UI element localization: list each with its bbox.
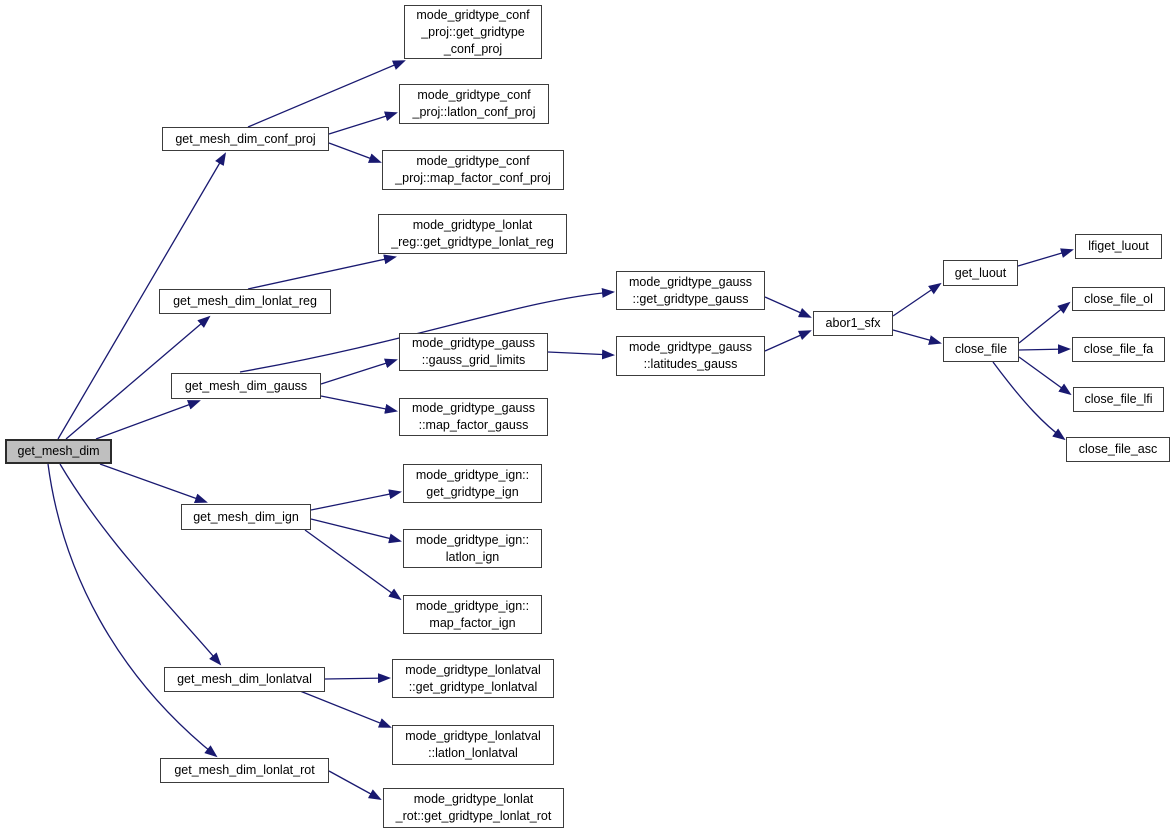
edge-get_mesh_dim--get_mesh_dim_lonlat_rot — [47, 463, 218, 758]
edge-get_mesh_dim--get_mesh_dim_ign — [99, 463, 208, 503]
node-abor1-sfx[interactable]: abor1_sfx — [813, 311, 893, 336]
edge-get_mesh_dim_lonlat_reg--get_gridtype_lonlat_reg — [247, 254, 397, 290]
node-gauss-grid-limits[interactable]: mode_gridtype_gauss ::gauss_grid_limits — [399, 333, 548, 371]
node-lfiget-luout[interactable]: lfiget_luout — [1075, 234, 1162, 259]
edge-abor1_sfx--close_file — [892, 329, 942, 345]
node-get-mesh-dim-lonlatval[interactable]: get_mesh_dim_lonlatval — [164, 667, 325, 692]
edge-get_mesh_dim_ign--map_factor_ign — [304, 529, 402, 601]
node-get-gridtype-conf-proj[interactable]: mode_gridtype_conf _proj::get_gridtype _… — [404, 5, 542, 59]
edge-get_gridtype_gauss--abor1_sfx — [764, 296, 812, 318]
edge-get_luout--lfiget_luout — [1017, 248, 1074, 267]
node-close-file-fa[interactable]: close_file_fa — [1072, 337, 1165, 362]
edge-gauss_grid_limits--latitudes_gauss — [547, 349, 615, 360]
node-close-file[interactable]: close_file — [943, 337, 1019, 362]
edge-get_mesh_dim_ign--latlon_ign — [310, 518, 402, 544]
edge-get_mesh_dim--get_mesh_dim_lonlatval — [59, 463, 222, 666]
node-get-mesh-dim-ign[interactable]: get_mesh_dim_ign — [181, 504, 311, 530]
node-get-mesh-dim[interactable]: get_mesh_dim — [5, 439, 112, 464]
edge-close_file--close_file_fa — [1018, 344, 1071, 355]
node-get-gridtype-gauss[interactable]: mode_gridtype_gauss ::get_gridtype_gauss — [616, 271, 765, 310]
node-close-file-asc[interactable]: close_file_asc — [1066, 437, 1170, 462]
node-get-luout[interactable]: get_luout — [943, 260, 1018, 286]
node-map-factor-ign[interactable]: mode_gridtype_ign:: map_factor_ign — [403, 595, 542, 634]
node-get-mesh-dim-conf-proj[interactable]: get_mesh_dim_conf_proj — [162, 127, 329, 151]
edge-latitudes_gauss--abor1_sfx — [764, 330, 812, 352]
node-latlon-conf-proj[interactable]: mode_gridtype_conf _proj::latlon_conf_pr… — [399, 84, 549, 124]
edge-get_mesh_dim_gauss--map_factor_gauss — [320, 395, 398, 414]
node-latlon-lonlatval[interactable]: mode_gridtype_lonlatval ::latlon_lonlatv… — [392, 725, 554, 765]
edge-get_mesh_dim_conf_proj--map_factor_conf_proj — [328, 142, 382, 163]
node-latitudes-gauss[interactable]: mode_gridtype_gauss ::latitudes_gauss — [616, 336, 765, 376]
edge-get_mesh_dim--get_mesh_dim_lonlat_reg — [65, 315, 211, 440]
edge-get_mesh_dim_ign--get_gridtype_ign — [310, 489, 402, 511]
node-get-gridtype-ign[interactable]: mode_gridtype_ign:: get_gridtype_ign — [403, 464, 542, 503]
edge-abor1_sfx--get_luout — [892, 282, 942, 317]
node-get-mesh-dim-lonlat-reg[interactable]: get_mesh_dim_lonlat_reg — [159, 289, 331, 314]
edge-get_mesh_dim_gauss--gauss_grid_limits — [320, 358, 398, 385]
node-get-mesh-dim-gauss[interactable]: get_mesh_dim_gauss — [171, 373, 321, 399]
node-get-gridtype-lonlat-reg[interactable]: mode_gridtype_lonlat _reg::get_gridtype_… — [378, 214, 567, 254]
node-close-file-lfi[interactable]: close_file_lfi — [1073, 387, 1164, 412]
edge-get_mesh_dim_conf_proj--get_gridtype_conf_proj — [247, 60, 406, 128]
edge-get_mesh_dim_lonlatval--latlon_lonlatval — [299, 690, 392, 728]
edge-get_mesh_dim_gauss--get_gridtype_gauss — [239, 287, 615, 373]
edge-get_mesh_dim_conf_proj--latlon_conf_proj — [328, 111, 398, 135]
node-map-factor-gauss[interactable]: mode_gridtype_gauss ::map_factor_gauss — [399, 398, 548, 436]
node-latlon-ign[interactable]: mode_gridtype_ign:: latlon_ign — [403, 529, 542, 568]
node-close-file-ol[interactable]: close_file_ol — [1072, 287, 1165, 311]
node-get-gridtype-lonlatval[interactable]: mode_gridtype_lonlatval ::get_gridtype_l… — [392, 659, 554, 698]
edge-close_file--close_file_ol — [1018, 301, 1071, 344]
node-map-factor-conf-proj[interactable]: mode_gridtype_conf _proj::map_factor_con… — [382, 150, 564, 190]
node-get-mesh-dim-lonlat-rot[interactable]: get_mesh_dim_lonlat_rot — [160, 758, 329, 783]
edge-close_file--close_file_asc — [992, 361, 1066, 441]
node-get-gridtype-lonlat-rot[interactable]: mode_gridtype_lonlat _rot::get_gridtype_… — [383, 788, 564, 828]
edge-get_mesh_dim--get_mesh_dim_gauss — [95, 400, 201, 440]
edge-get_mesh_dim_lonlatval--get_gridtype_lonlatval — [324, 673, 391, 684]
edge-close_file--close_file_lfi — [1018, 356, 1072, 396]
edge-get_mesh_dim--get_mesh_dim_conf_proj — [57, 152, 227, 440]
edge-get_mesh_dim_lonlat_rot--get_gridtype_lonlat_rot — [328, 770, 382, 800]
